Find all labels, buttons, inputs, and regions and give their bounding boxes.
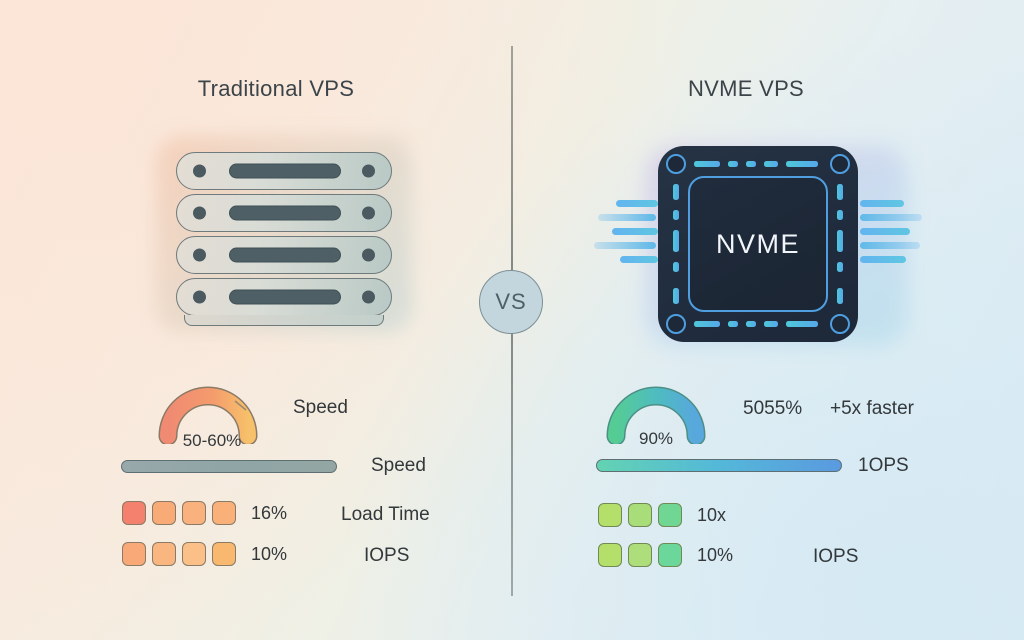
left-panel-title: Traditional VPS bbox=[197, 76, 355, 101]
server-stack-icon bbox=[150, 132, 418, 337]
metric-square bbox=[212, 501, 236, 525]
metric-square bbox=[658, 503, 682, 527]
right-iops-row: 10% bbox=[598, 543, 733, 567]
right-iops-caption: IOPS bbox=[813, 546, 859, 567]
chip-pad bbox=[694, 161, 720, 167]
left-iops-caption: IOPS bbox=[364, 545, 410, 566]
metric-square bbox=[628, 543, 652, 567]
server-led-icon bbox=[193, 248, 206, 262]
chip-core: NVME bbox=[688, 176, 828, 312]
metric-square bbox=[658, 543, 682, 567]
server-led-icon bbox=[362, 290, 375, 304]
chip-pad bbox=[673, 230, 679, 252]
right-bar-caption: 1OPS bbox=[858, 455, 909, 476]
right-gauge-arc bbox=[606, 386, 706, 446]
server-slot bbox=[229, 205, 341, 221]
speed-line bbox=[860, 228, 910, 235]
chip-pad bbox=[746, 161, 756, 167]
server-led-icon bbox=[362, 164, 375, 178]
chip-label: NVME bbox=[715, 228, 800, 259]
server-slot bbox=[229, 247, 341, 263]
chip-pad bbox=[764, 161, 778, 167]
chip-pad bbox=[673, 210, 679, 220]
server-unit bbox=[176, 194, 392, 232]
left-load-time-value: 16% bbox=[251, 502, 288, 523]
chip-pad bbox=[786, 321, 818, 327]
server-unit bbox=[176, 236, 392, 274]
right-speedup-row: 10x bbox=[598, 503, 726, 527]
speed-line bbox=[598, 214, 656, 221]
right-gauge-value: 90% bbox=[638, 429, 674, 448]
speed-line bbox=[860, 214, 922, 221]
chip-corner-ring-icon bbox=[830, 154, 850, 174]
left-gauge-value: 50-60% bbox=[182, 431, 242, 450]
speed-line bbox=[612, 228, 658, 235]
left-iops-value: 10% bbox=[251, 543, 288, 564]
chip-pad bbox=[837, 230, 843, 252]
chip-corner-ring-icon bbox=[666, 314, 686, 334]
server-unit bbox=[176, 278, 392, 316]
chip-pad bbox=[728, 161, 738, 167]
metric-square bbox=[122, 501, 146, 525]
speed-line bbox=[860, 200, 904, 207]
left-load-time-row: 16% bbox=[122, 501, 287, 525]
chip-pad bbox=[673, 288, 679, 304]
chip-pad bbox=[694, 321, 720, 327]
chip-corner-ring-icon bbox=[666, 154, 686, 174]
metric-square bbox=[182, 501, 206, 525]
speed-line bbox=[620, 256, 658, 263]
left-bar-caption: Speed bbox=[371, 455, 426, 476]
speed-line bbox=[860, 242, 920, 249]
server-led-icon bbox=[193, 164, 206, 178]
left-gauge-caption: Speed bbox=[293, 397, 348, 418]
left-load-time-caption: Load Time bbox=[341, 504, 430, 525]
chip-pad bbox=[728, 321, 738, 327]
server-led-icon bbox=[193, 206, 206, 220]
chip-pad bbox=[746, 321, 756, 327]
chip-pad bbox=[786, 161, 818, 167]
chip-pad bbox=[837, 210, 843, 220]
chip-pad bbox=[673, 184, 679, 200]
left-speed-bar bbox=[121, 460, 337, 473]
chip-pad bbox=[837, 184, 843, 200]
metric-square bbox=[598, 543, 622, 567]
left-speed-gauge: 50-60% bbox=[152, 372, 264, 450]
right-speed-gauge: 90% bbox=[600, 372, 712, 449]
vs-badge: VS bbox=[479, 270, 543, 334]
chip-pad bbox=[764, 321, 778, 327]
chip-pad bbox=[837, 262, 843, 272]
metric-square bbox=[598, 503, 622, 527]
chip-body: NVME bbox=[658, 146, 858, 342]
chip-corner-ring-icon bbox=[830, 314, 850, 334]
metric-square bbox=[152, 542, 176, 566]
right-gauge-note: +5x faster bbox=[830, 398, 914, 419]
right-speed-bar bbox=[596, 459, 842, 472]
speed-line bbox=[860, 256, 906, 263]
metric-square bbox=[628, 503, 652, 527]
metric-square bbox=[212, 542, 236, 566]
chip-pad bbox=[837, 288, 843, 304]
server-slot bbox=[229, 163, 341, 179]
server-slot bbox=[229, 289, 341, 305]
speed-line bbox=[616, 200, 658, 207]
metric-square bbox=[182, 542, 206, 566]
right-speedup-value: 10x bbox=[697, 504, 727, 525]
server-led-icon bbox=[362, 206, 375, 220]
speed-line bbox=[594, 242, 656, 249]
right-panel-title: NVME VPS bbox=[687, 76, 805, 101]
metric-square bbox=[152, 501, 176, 525]
nvme-chip-icon: NVME bbox=[594, 132, 930, 354]
server-base bbox=[184, 315, 384, 326]
left-gauge-arc bbox=[158, 386, 258, 446]
chip-pad bbox=[673, 262, 679, 272]
server-led-icon bbox=[193, 290, 206, 304]
right-iops-value: 10% bbox=[697, 544, 734, 565]
server-unit bbox=[176, 152, 392, 190]
metric-square bbox=[122, 542, 146, 566]
left-iops-row: 10% bbox=[122, 542, 287, 566]
right-gauge-metric: 5055% bbox=[743, 398, 803, 419]
server-led-icon bbox=[362, 248, 375, 262]
